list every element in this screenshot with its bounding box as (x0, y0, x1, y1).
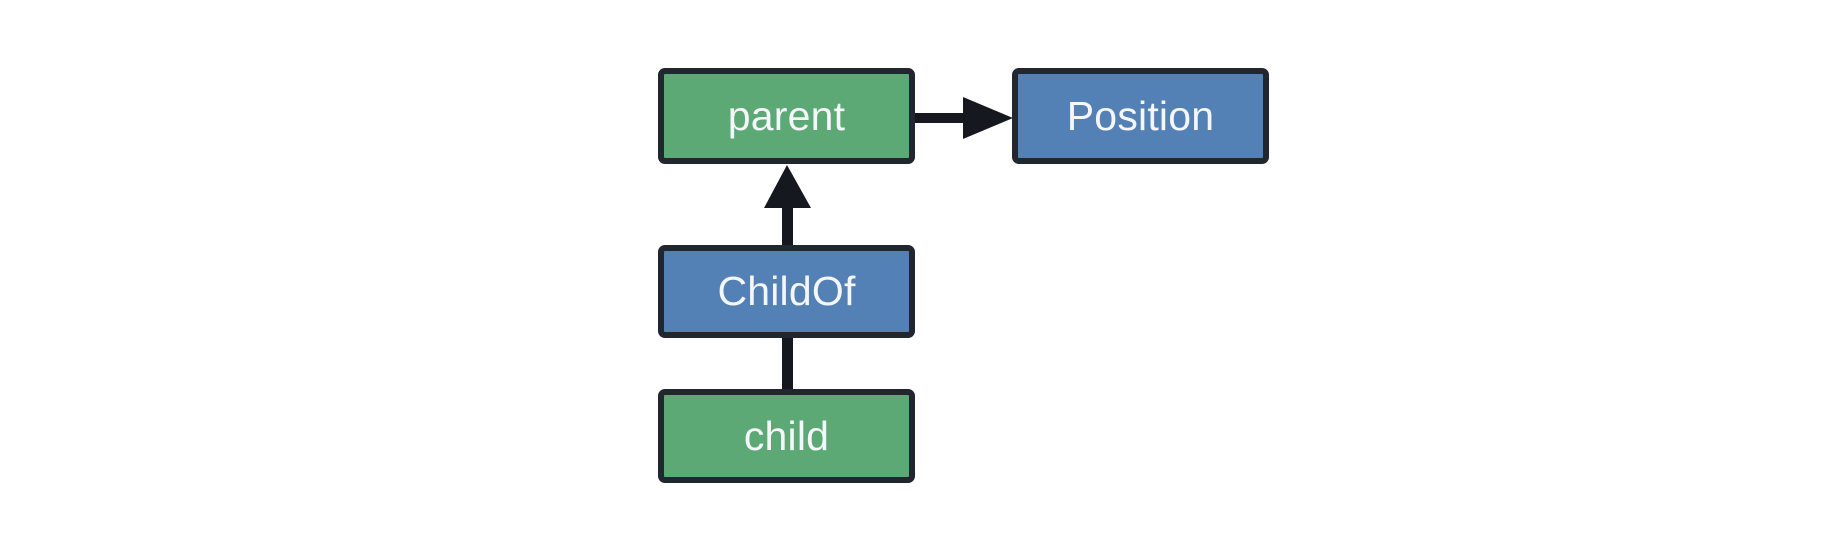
node-childof-label: ChildOf (717, 268, 856, 314)
edge-childof-to-parent (764, 165, 811, 246)
node-parent-label: parent (727, 92, 846, 139)
edge-parent-to-position (914, 97, 1013, 139)
node-position[interactable]: Position (1012, 68, 1269, 164)
edge-child-to-childof (782, 335, 793, 393)
node-parent[interactable]: parent (658, 68, 915, 164)
node-child-label: child (743, 412, 830, 459)
node-position-label: Position (1066, 92, 1215, 139)
node-childof[interactable]: ChildOf (658, 245, 915, 338)
node-child[interactable]: child (658, 389, 915, 483)
